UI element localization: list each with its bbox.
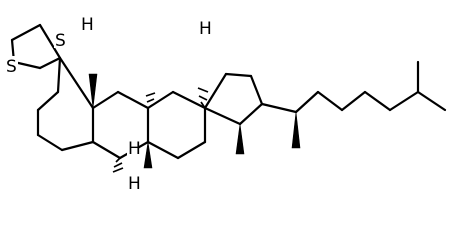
wedge-c10-methyl	[88, 73, 98, 109]
wedge-c20-methyl	[291, 111, 301, 149]
wedge-c13-methyl	[235, 123, 245, 155]
side-chain	[260, 60, 447, 114]
hydrogen-c14-label: H	[199, 19, 212, 39]
ring-c	[146, 90, 207, 160]
sulfur-upper-label: S	[55, 31, 66, 51]
stereo-bonds	[88, 73, 301, 173]
hydrogen-c9-label: H	[81, 15, 94, 35]
atom-labels: S S H H H H	[5, 15, 212, 194]
ring-a	[36, 56, 95, 152]
steroid-dithiolane-structure: S S H H H H	[5, 15, 447, 194]
sulfur-lower-label: S	[6, 57, 17, 77]
hash-c14-h	[197, 87, 209, 109]
hash-c5-h	[112, 157, 124, 173]
hydrogen-c10-label: H	[128, 139, 141, 159]
dithiolane-ring	[10, 23, 62, 70]
hash-c9-h	[145, 92, 156, 109]
ring-d	[203, 72, 264, 126]
hydrogen-c5-label: H	[128, 174, 141, 194]
wedge-c9	[143, 141, 153, 169]
